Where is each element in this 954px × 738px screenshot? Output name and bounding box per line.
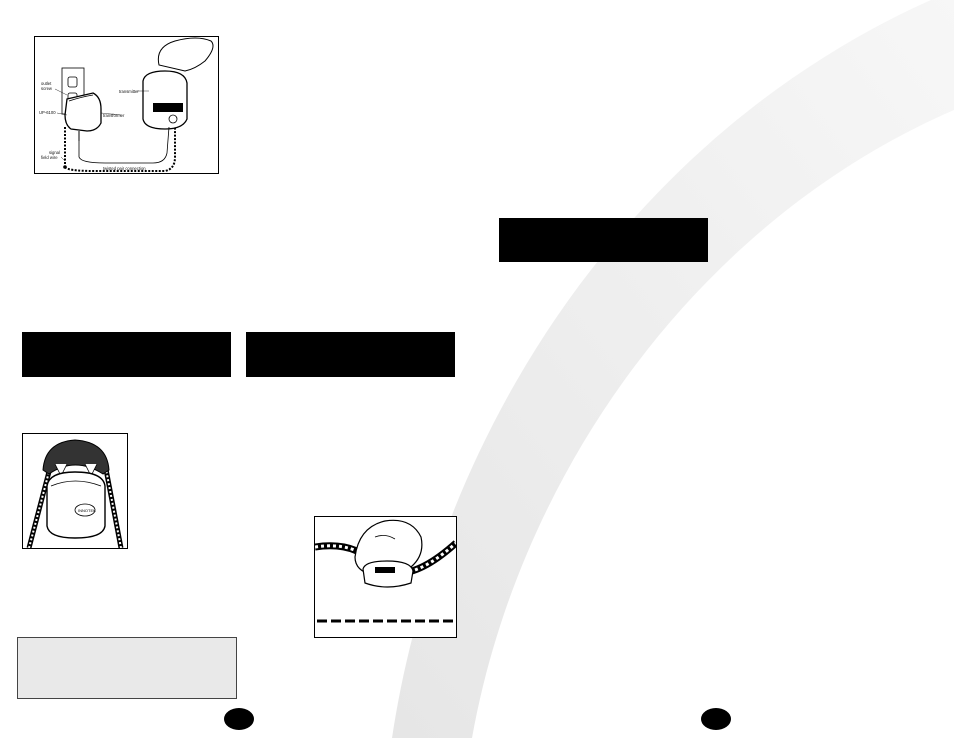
collar-adjust-figure bbox=[314, 516, 457, 638]
section-header-bar-middle bbox=[246, 332, 455, 377]
label-transformer: transformer bbox=[103, 113, 125, 118]
page-number-marker-right bbox=[701, 708, 731, 730]
collar-receiver-figure: INNOTEK bbox=[22, 433, 128, 549]
svg-text:INNOTEK: INNOTEK bbox=[78, 508, 96, 513]
label-transmitter: transmitter bbox=[119, 89, 139, 94]
label-twisted-pair: twisted pair connection bbox=[103, 166, 146, 171]
label-unit: UP-6100 bbox=[39, 110, 56, 115]
note-box bbox=[17, 637, 237, 699]
collar-receiver-drawing: INNOTEK bbox=[26, 439, 124, 548]
page-number-marker-left bbox=[224, 708, 254, 730]
collar-adjust-drawing bbox=[315, 519, 456, 623]
section-header-bar-left bbox=[22, 332, 231, 377]
section-header-bar-right bbox=[499, 218, 708, 262]
